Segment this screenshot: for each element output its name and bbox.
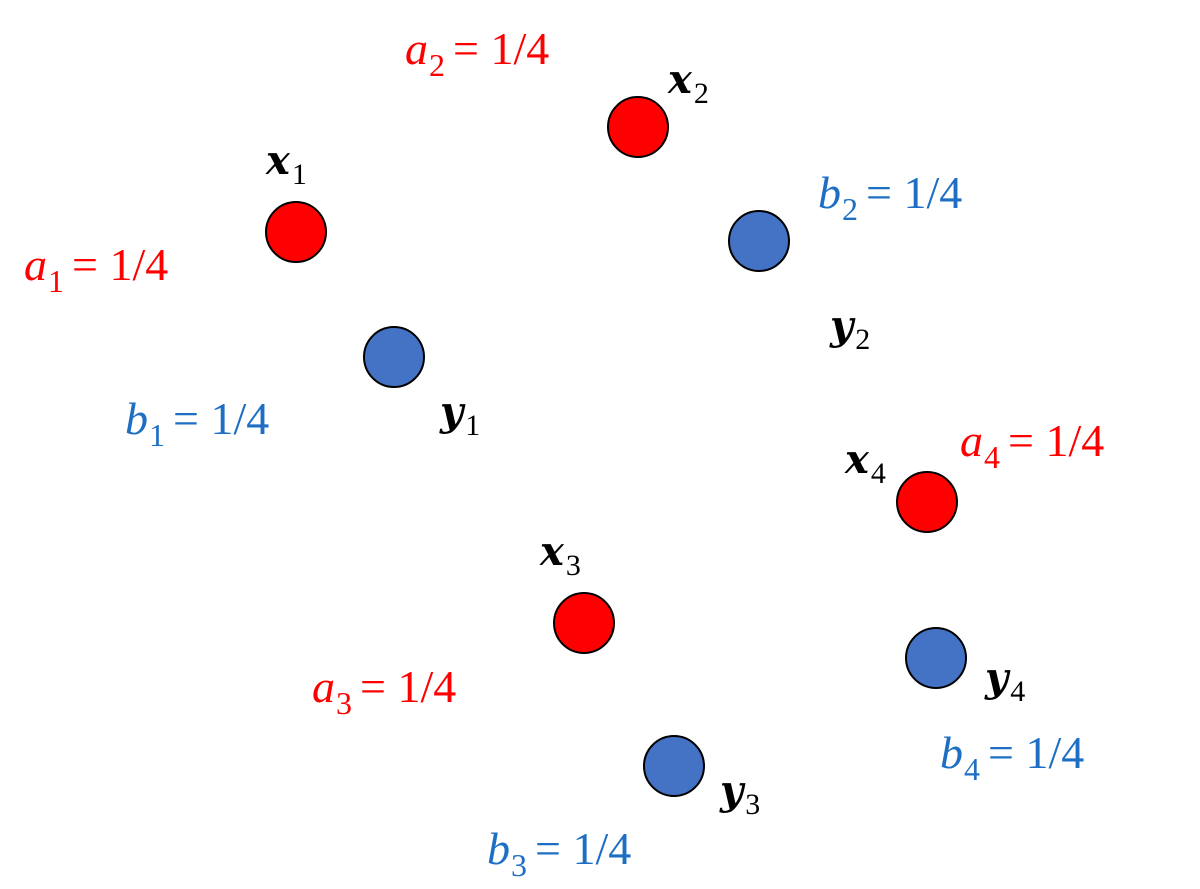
source-point-x3	[553, 592, 615, 654]
weight-var: a	[405, 23, 428, 74]
source-point-x2	[607, 96, 669, 158]
target-name-y4: y4	[985, 658, 1025, 707]
point-name-letter: y	[830, 302, 854, 349]
target-point-y2	[728, 210, 790, 272]
weight-var: a	[24, 239, 47, 290]
weight-var: a	[312, 661, 335, 712]
point-name-letter: x	[540, 528, 564, 575]
weight-var: b	[818, 167, 841, 218]
target-point-y4	[905, 627, 967, 689]
weight-index: 4	[964, 751, 980, 787]
weight-value: = 1/4	[988, 727, 1085, 778]
point-name-letter: y	[985, 654, 1009, 701]
source-name-x1: x1	[266, 141, 307, 190]
weight-value: = 1/4	[1008, 415, 1105, 466]
weight-index: 2	[842, 191, 858, 227]
point-name-letter: x	[266, 137, 290, 184]
weight-value: = 1/4	[866, 167, 963, 218]
target-point-y1	[363, 326, 425, 388]
source-weight-a1: a1= 1/4	[24, 239, 169, 298]
weight-var: b	[940, 727, 963, 778]
weight-index: 3	[511, 847, 527, 883]
weight-value: = 1/4	[453, 23, 550, 74]
source-weight-a3: a3= 1/4	[312, 661, 457, 720]
source-point-x1	[265, 201, 327, 263]
target-weight-b1: b1= 1/4	[125, 393, 270, 452]
point-name-letter: y	[720, 767, 744, 814]
target-name-y1: y1	[440, 392, 480, 441]
source-weight-a2: a2= 1/4	[405, 23, 550, 82]
point-name-index: 4	[870, 457, 886, 490]
point-name-index: 4	[1010, 675, 1026, 708]
weight-index: 3	[336, 685, 352, 721]
weight-value: = 1/4	[173, 393, 270, 444]
point-name-index: 1	[465, 409, 481, 442]
target-weight-b4: b4= 1/4	[940, 727, 1085, 786]
point-name-index: 2	[693, 77, 709, 110]
weight-value: = 1/4	[535, 823, 632, 874]
source-name-x2: x2	[668, 60, 709, 109]
target-weight-b3: b3= 1/4	[487, 823, 632, 882]
weight-var: b	[487, 823, 510, 874]
weight-index: 1	[149, 417, 165, 453]
point-name-index: 3	[745, 788, 761, 821]
point-name-index: 1	[291, 158, 307, 191]
source-weight-a4: a4= 1/4	[960, 415, 1105, 474]
weight-var: a	[960, 415, 983, 466]
weight-index: 4	[984, 439, 1000, 475]
target-name-y2: y2	[830, 306, 870, 355]
point-name-letter: x	[845, 436, 869, 483]
weight-value: = 1/4	[360, 661, 457, 712]
source-name-x4: x4	[845, 440, 886, 489]
weight-index: 2	[429, 47, 445, 83]
target-point-y3	[643, 735, 705, 797]
point-name-letter: y	[440, 388, 464, 435]
weight-var: b	[125, 393, 148, 444]
weight-index: 1	[48, 263, 64, 299]
point-name-letter: x	[668, 56, 692, 103]
point-name-index: 2	[855, 323, 871, 356]
target-name-y3: y3	[720, 771, 760, 820]
source-point-x4	[896, 471, 958, 533]
weight-value: = 1/4	[72, 239, 169, 290]
target-weight-b2: b2= 1/4	[818, 167, 963, 226]
source-name-x3: x3	[540, 532, 581, 581]
point-name-index: 3	[565, 549, 581, 582]
